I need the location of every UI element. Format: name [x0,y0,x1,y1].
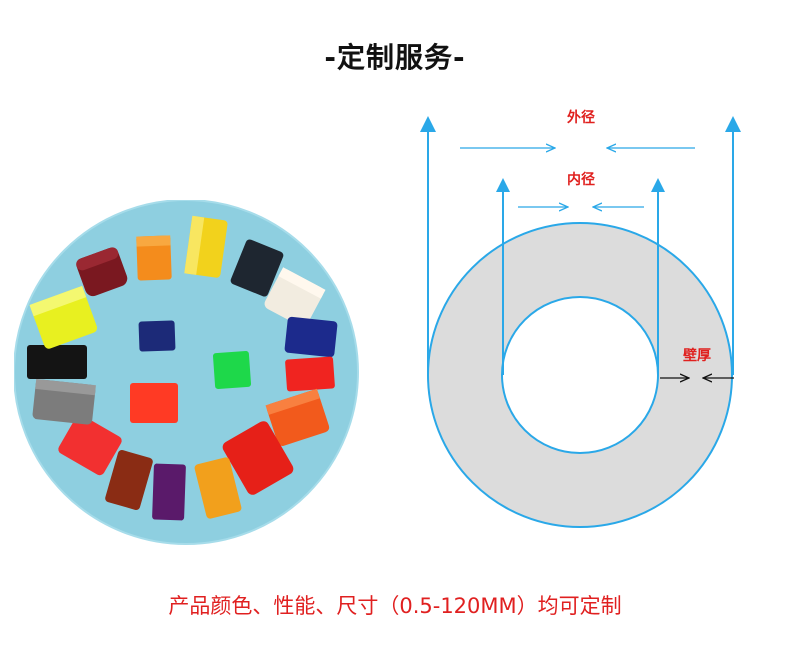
product-photo-image [13,199,359,545]
product-photo [13,199,359,545]
customization-note: 产品颜色、性能、尺寸（0.5-120MM）均可定制 [168,594,622,618]
outer-diameter-guides [420,116,741,375]
piece-2 [136,235,172,281]
piece-14 [32,378,96,425]
piece-3 [184,215,228,278]
inner-diameter-guides [496,178,665,375]
piece-7 [285,356,335,392]
tube-inner-circle [501,296,659,454]
piece-16 [29,285,98,349]
piece-10 [194,457,242,519]
piece-1 [76,247,128,297]
piece-18 [212,350,252,390]
piece-8 [265,388,330,446]
piece-12 [105,450,153,510]
piece-19 [130,383,178,423]
piece-15 [27,345,87,379]
piece-13 [58,414,122,476]
piece-11 [152,463,186,521]
page-title: -定制服务- [324,41,466,74]
piece-17 [138,320,176,352]
outer-diameter-label: 外径 [567,109,595,126]
tube-diagram: 外径 内径 壁厚 [400,100,770,540]
piece-6 [284,316,338,358]
piece-9 [222,421,294,495]
tube-diagram-svg: 外径 内径 壁厚 [420,109,741,528]
piece-5 [264,267,326,327]
inner-diameter-label: 内径 [567,171,595,188]
piece-4 [230,239,284,297]
wall-thickness-label: 壁厚 [683,347,711,364]
